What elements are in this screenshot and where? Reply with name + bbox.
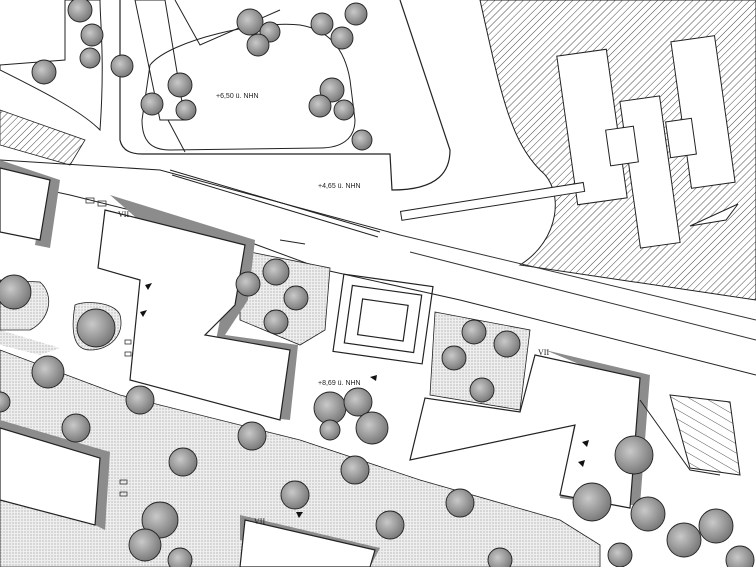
block-east [409,354,641,509]
benches [85,197,132,497]
entrance-arrows [140,283,589,518]
quay-edge [399,234,756,341]
tree-icon [79,47,101,69]
tree-icon [445,488,475,518]
bench-icon [119,479,128,485]
elevation-label-upper-plaza: +6,50 ü. NHN [216,93,259,100]
tree-icon [614,435,654,475]
tree-icon [666,522,702,558]
tree-icon [175,99,197,121]
tree-icon [493,330,521,358]
tree-icon [319,419,341,441]
boat-icon [689,203,739,227]
tree-icon [441,345,467,371]
tree-icon [283,285,309,311]
tree-icon [461,319,487,345]
entrance-arrow-icon [140,310,147,317]
entrance-arrow-icon [296,512,303,518]
entrance-arrow-icon [582,440,589,447]
piers [399,35,736,249]
tree-icon [128,528,162,562]
tree-icon [31,59,57,85]
tree-icon [140,92,164,116]
promenade-edge [0,159,756,376]
tree-icon [280,480,310,510]
tree-icon [80,23,104,47]
bench-icon [97,200,107,207]
tree-icon [355,411,389,445]
bench-icon [85,197,95,204]
tree-icon [67,0,93,23]
tree-icon [308,94,332,118]
tree-icon [76,308,116,348]
tree-icon [340,455,370,485]
tree-icon [375,510,405,540]
central-pavilion [332,273,434,365]
tree-icon [607,542,633,567]
tree-icon [351,129,373,151]
tree-icon [0,391,11,413]
tree-icon [167,72,193,98]
block-nw [0,167,51,241]
tree-icon [110,54,134,78]
tree-icon [141,501,179,539]
block-sw [0,427,101,526]
tree-icon [333,99,355,121]
tree-icon [313,391,347,425]
tree-icon [167,547,193,567]
tree-icon [698,508,734,544]
tree-icon [246,33,270,57]
tree-icon [0,274,32,310]
entrance-arrow-icon [145,283,152,290]
tree-icon [343,387,373,417]
buildings [0,167,641,567]
tree-icon [31,355,65,389]
upper-plaza [119,0,451,191]
tree-icon [319,77,345,103]
block-south [239,519,376,567]
tree-icon [469,377,495,403]
tree-icon [237,421,267,451]
tree-icon [310,12,334,36]
tree-icon [125,385,155,415]
tree-icon [235,271,261,297]
tree-icon [236,8,264,36]
storey-label-block-west: VII [118,210,129,219]
plaza-path [141,23,356,151]
tree-icon [572,482,612,522]
elevation-label-promenade: +4,65 ü. NHN [318,183,361,190]
tree-icon [725,545,755,567]
tree-icon [263,309,289,335]
tree-icon [61,413,91,443]
elevation-label-courtyard: +8,69 ü. NHN [318,380,361,387]
tree-icon [262,258,290,286]
tree-icon [630,496,666,532]
bench-icon [124,351,132,357]
tree-icon [344,2,368,26]
stairs [669,394,741,476]
tree-icon [168,447,198,477]
bench-icon [119,491,128,497]
storey-label-block-south: VII [254,517,265,526]
storey-label-block-east: VII [538,348,549,357]
tree-icon [487,547,513,567]
tree-icon [330,26,354,50]
bench-icon [124,339,132,345]
entrance-arrow-icon [370,375,377,381]
entrance-arrow-icon [578,460,585,467]
